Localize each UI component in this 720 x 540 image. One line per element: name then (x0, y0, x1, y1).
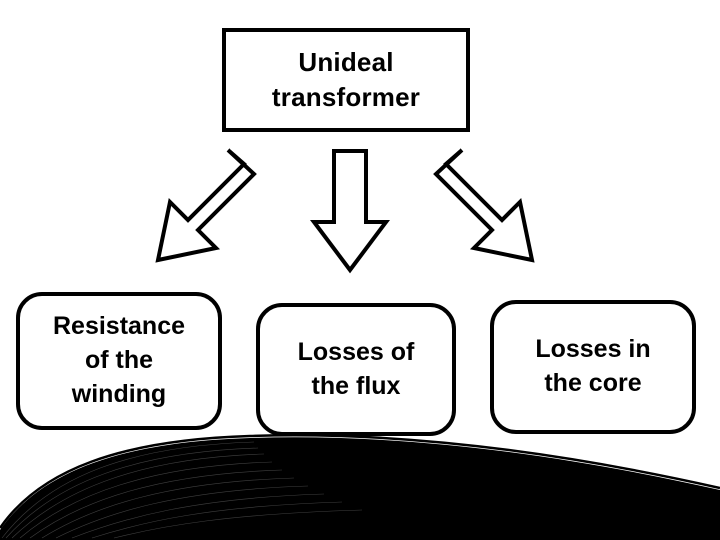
title-line-1: Unideal (298, 47, 394, 78)
leaf-0-line-3: winding (71, 379, 167, 408)
leaf-0-line-2: of the (84, 346, 154, 375)
arrow-down-icon (310, 149, 390, 274)
arrow-down-right-icon (433, 148, 535, 263)
title-box: Unideal transformer (222, 28, 470, 132)
leaf-2-line-2: the core (544, 369, 642, 397)
leaf-1-line-1: Losses of (297, 337, 415, 366)
title-line-2: transformer (271, 82, 421, 112)
leaf-box-losses-in-the-core: Losses in the core (490, 300, 696, 434)
leaf-box-resistance-of-the-winding: Resistance of the winding (16, 292, 222, 430)
leaf-box-losses-of-the-flux: Losses of the flux (256, 303, 456, 436)
leaf-2-line-1: Losses in (535, 335, 651, 364)
arrow-down-left-icon (155, 148, 257, 263)
leaf-1-line-2: the flux (311, 371, 401, 400)
leaf-0-line-1: Resistance (52, 312, 186, 341)
